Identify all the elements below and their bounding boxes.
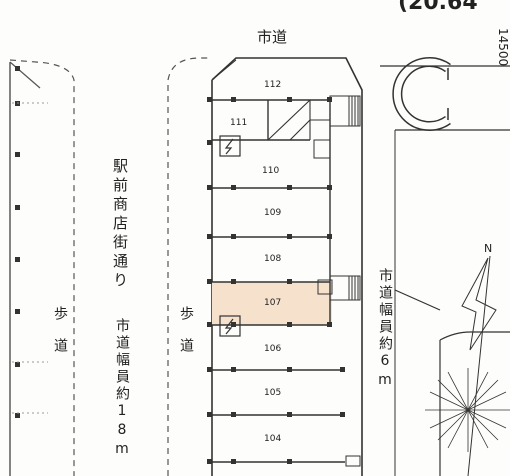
sidewalk-right-label: 歩道 <box>178 306 194 370</box>
stair-upper <box>313 95 361 159</box>
unit-105-label[interactable]: 105 <box>264 388 282 398</box>
unit-104-label[interactable]: 104 <box>264 434 282 444</box>
top-road-label: 市道 <box>257 28 288 46</box>
unit-106-label[interactable]: 106 <box>264 344 282 354</box>
west-street-label: 駅前商店街通り <box>111 158 129 291</box>
sidewalk-boundary <box>167 57 212 476</box>
unit-112-label[interactable]: 112 <box>264 80 282 90</box>
sidewalk-left-label: 歩道 <box>52 306 68 370</box>
edge-fragment: 14500 <box>496 28 510 67</box>
partition-dots <box>207 97 345 464</box>
stair-lower <box>317 275 361 301</box>
unit-111-label[interactable]: 111 <box>230 118 248 128</box>
brand-c-logo <box>392 57 451 131</box>
right-road-edges <box>380 65 510 476</box>
meter-box-icon <box>219 135 241 337</box>
unit-111-interior <box>267 99 330 141</box>
unit-110-label[interactable]: 110 <box>262 166 280 176</box>
stair-bottom <box>345 455 361 467</box>
top-right-fragment: (20.64 <box>398 0 478 15</box>
compass-north-label: N <box>484 242 493 255</box>
unit-107-highlight[interactable] <box>212 282 332 325</box>
unit-107-label[interactable]: 107 <box>264 298 282 308</box>
west-street-width-label: 市道幅員約18m <box>114 318 130 460</box>
east-road-label: 市道幅員約6m <box>377 268 393 391</box>
left-ticks <box>12 66 48 418</box>
building-outline <box>211 57 363 476</box>
unit-108-label[interactable]: 108 <box>264 254 282 264</box>
unit-109-label[interactable]: 109 <box>264 208 282 218</box>
compass-icon <box>425 255 510 476</box>
